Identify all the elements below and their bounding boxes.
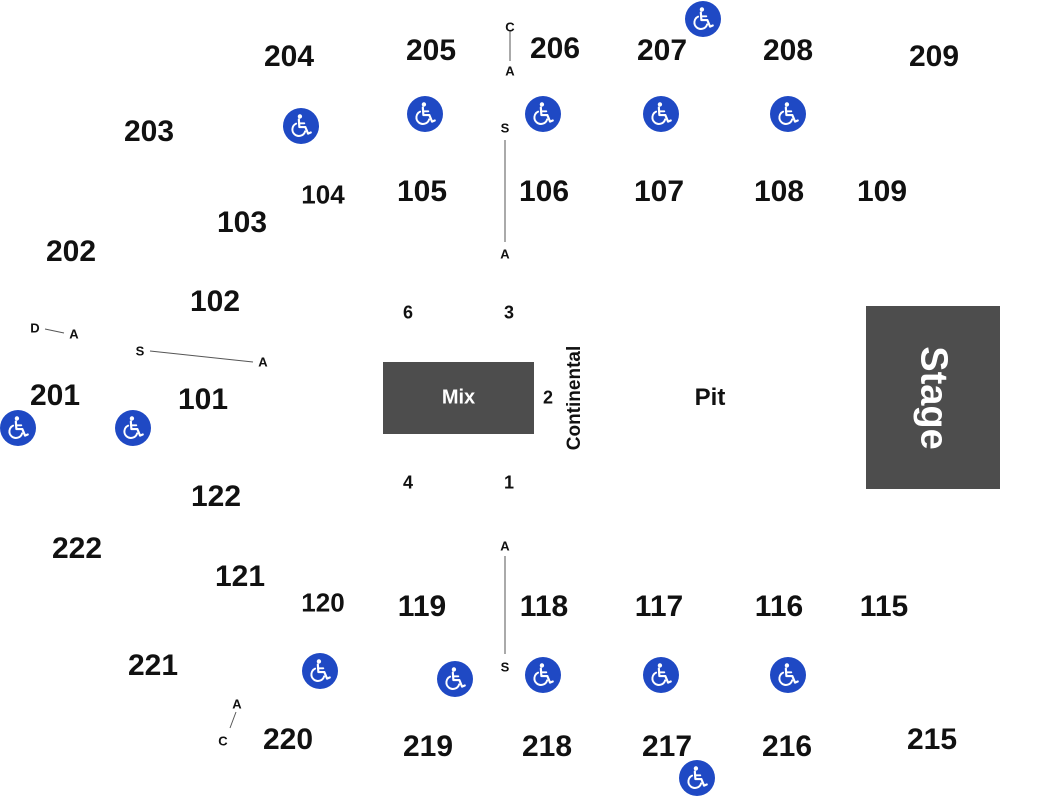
wheelchair-icon[interactable] [770, 657, 806, 693]
floor-zone-1[interactable]: 1 [503, 472, 515, 493]
section-122[interactable]: 122 [190, 480, 242, 513]
aisle-mark: A [505, 63, 515, 79]
aisle-mark: S [135, 343, 145, 359]
wheelchair-glyph [651, 663, 672, 686]
aisle-mark: D [30, 320, 40, 336]
aisle-mark: S [500, 120, 510, 136]
floor-zone-3[interactable]: 3 [503, 302, 515, 323]
wheelchair-glyph [123, 416, 144, 439]
wheelchair-glyph [533, 663, 554, 686]
wheelchair-icon[interactable] [685, 1, 721, 37]
section-109[interactable]: 109 [856, 175, 908, 208]
section-220[interactable]: 220 [262, 723, 314, 756]
section-208[interactable]: 208 [762, 34, 814, 67]
section-101[interactable]: 101 [177, 383, 229, 416]
section-217[interactable]: 217 [641, 730, 693, 763]
section-204[interactable]: 204 [263, 40, 315, 73]
floor-zone-4[interactable]: 4 [402, 472, 414, 493]
aisle-mark: A [258, 354, 268, 370]
wheelchair-glyph [415, 102, 436, 125]
wheelchair-icon[interactable] [115, 410, 151, 446]
wheelchair-glyph [778, 663, 799, 686]
wheelchair-glyph [778, 102, 799, 125]
aisle-mark: C [218, 733, 228, 749]
wheelchair-glyph [445, 667, 466, 690]
wheelchair-icon[interactable] [679, 760, 715, 796]
section-205[interactable]: 205 [405, 34, 457, 67]
section-120[interactable]: 120 [301, 587, 345, 618]
section-116[interactable]: 116 [754, 590, 804, 623]
wheelchair-glyph [693, 7, 714, 30]
section-203[interactable]: 203 [123, 115, 175, 148]
section-103[interactable]: 103 [216, 206, 268, 239]
aisle-mark: C [505, 19, 515, 35]
continental-label: Continental [564, 345, 585, 451]
wheelchair-icon[interactable] [643, 96, 679, 132]
section-209[interactable]: 209 [908, 40, 960, 73]
section-119[interactable]: 119 [397, 590, 447, 623]
section-201[interactable]: 201 [29, 379, 81, 412]
section-105[interactable]: 105 [396, 175, 448, 208]
section-104[interactable]: 104 [301, 179, 345, 210]
aisle-mark: S [500, 659, 510, 675]
section-115[interactable]: 115 [859, 590, 909, 623]
floor-zone-2[interactable]: 2 [542, 387, 554, 408]
wheelchair-icon[interactable] [525, 96, 561, 132]
section-216[interactable]: 216 [761, 730, 813, 763]
mix-label: Mix [441, 386, 476, 409]
aisle-mark: A [500, 246, 510, 262]
section-222[interactable]: 222 [51, 532, 103, 565]
wheelchair-glyph [310, 659, 331, 682]
wheelchair-icon[interactable] [525, 657, 561, 693]
section-219[interactable]: 219 [402, 730, 454, 763]
section-221[interactable]: 221 [127, 649, 179, 682]
wheelchair-glyph [8, 416, 29, 439]
section-207[interactable]: 207 [636, 34, 688, 67]
wheelchair-glyph [533, 102, 554, 125]
pit-label[interactable]: Pit [694, 384, 726, 411]
section-108[interactable]: 108 [753, 175, 805, 208]
stage-label: Stage [912, 345, 955, 450]
section-106[interactable]: 106 [518, 175, 570, 208]
section-117[interactable]: 117 [634, 590, 684, 623]
wheelchair-icon[interactable] [0, 410, 36, 446]
mix-position[interactable]: Mix [383, 362, 534, 434]
wheelchair-icon[interactable] [407, 96, 443, 132]
section-218[interactable]: 218 [521, 730, 573, 763]
wheelchair-icon[interactable] [770, 96, 806, 132]
section-215[interactable]: 215 [906, 723, 958, 756]
aisle-mark: A [232, 696, 242, 712]
aisle-mark: A [500, 538, 510, 554]
wheelchair-glyph [651, 102, 672, 125]
section-118[interactable]: 118 [519, 590, 569, 623]
wheelchair-icon[interactable] [643, 657, 679, 693]
wheelchair-icon[interactable] [302, 653, 338, 689]
aisle-mark: A [69, 326, 79, 342]
wheelchair-glyph [291, 114, 312, 137]
section-121[interactable]: 121 [214, 560, 266, 593]
wheelchair-icon[interactable] [283, 108, 319, 144]
floor-zone-6[interactable]: 6 [402, 302, 414, 323]
section-102[interactable]: 102 [189, 285, 241, 318]
stage-block: Stage [866, 306, 1000, 489]
section-107[interactable]: 107 [633, 175, 685, 208]
section-206[interactable]: 206 [529, 32, 581, 65]
section-202[interactable]: 202 [45, 235, 97, 268]
wheelchair-glyph [687, 766, 708, 789]
wheelchair-icon[interactable] [437, 661, 473, 697]
